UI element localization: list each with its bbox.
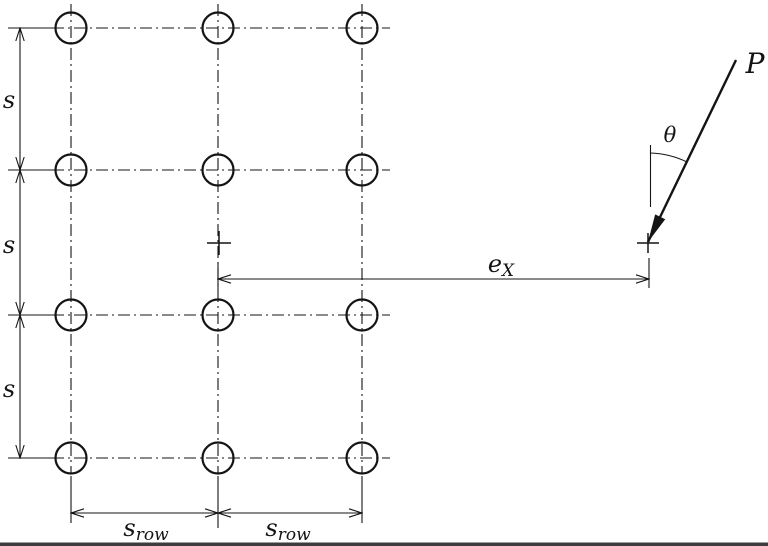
load-point-mark [637,233,659,253]
bolt-circle [345,153,379,187]
bolt-circle [345,11,379,45]
centroid-mark [207,231,231,255]
centerlines [8,4,390,474]
bolt-circles [54,11,379,475]
spacing-label-srow-1: srow [123,514,169,545]
bolt-circle [345,441,379,475]
bolt-circle [201,441,235,475]
angle-label: θ [664,123,677,147]
force-label: P [745,47,766,80]
eccentricity-dimension: eX [218,250,649,290]
force-arrow [646,59,738,243]
spacing-label-s-3: s [3,375,15,403]
force-vector: P [646,47,766,243]
left-spacing-dimension: s s s [3,28,57,458]
spacing-label-s-2: s [3,231,15,259]
angle-arc [649,152,688,163]
bolt-circle [345,298,379,332]
spacing-label-s-1: s [3,86,15,114]
eccentricity-label: eX [488,250,515,281]
bolt-circle [201,153,235,187]
bolt-circle [201,11,235,45]
window-edge [0,542,768,546]
angle-annotation: θ [649,123,688,207]
bottom-spacing-dimension: srow srow [71,476,362,545]
bolt-circle [201,298,235,332]
spacing-label-srow-2: srow [265,514,311,545]
